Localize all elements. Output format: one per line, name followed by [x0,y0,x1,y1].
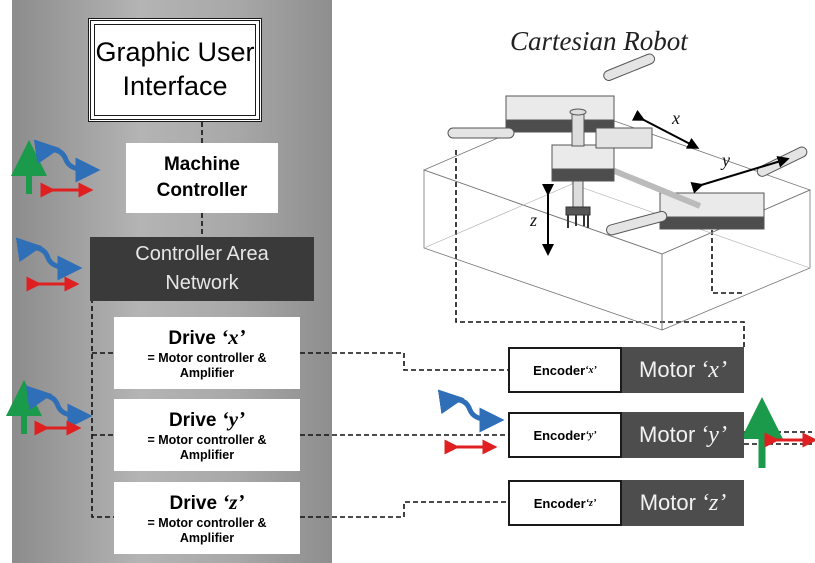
power-arrow-icon [6,140,783,468]
data-exchange-icon [15,139,505,433]
robot-axis-z-label: z [529,210,537,230]
signal-arrow-icon [26,182,815,455]
robot-drawing [422,53,812,331]
gui-box: Graphic User Interface [88,18,262,122]
motor-label: Motor [639,357,696,382]
gui-line2: Interface [122,71,228,101]
mc-line2: Controller [156,180,248,201]
encoder-axis: ‘x’ [585,364,597,376]
motor-label: Motor [639,490,696,515]
motor-label: Motor [639,422,696,447]
drive-axis: ‘z’ [222,490,245,514]
motor-x-box: Motor‘x’ [622,347,744,393]
encoder-x-box: Encoder‘x’ [508,347,622,393]
drive-label: Drive [169,493,218,514]
motor-z-box: Motor‘z’ [622,480,744,526]
drive-desc-line2: Amplifier [179,366,235,381]
drive-label: Drive [168,328,216,349]
encoder-label: Encoder [533,427,586,443]
drive-axis: ‘x’ [221,325,246,349]
motor-y-box: Motor‘y’ [622,412,744,458]
motor-axis: ‘x’ [700,356,727,383]
motor-axis: ‘z’ [700,489,727,516]
robot-axis-y-label: y [720,150,730,170]
encoder-label: Encoder [533,495,586,511]
gui-line1: Graphic User [95,37,255,68]
drive-desc-line1: = Motor controller & [147,350,267,365]
drive-z-box: Drive ‘z’ = Motor controller & Amplifier [114,482,300,554]
can-line2: Network [165,272,239,294]
motor-axis: ‘y’ [700,421,727,448]
drive-label: Drive [168,410,217,431]
drive-y-box: Drive ‘y’ = Motor controller & Amplifier [114,399,300,471]
drive-x-box: Drive ‘x’ = Motor controller & Amplifier [114,317,300,389]
drive-desc-line2: Amplifier [179,448,235,463]
drive-axis: ‘y’ [221,407,246,431]
encoder-z-box: Encoder‘z’ [508,480,622,526]
can-line1: Controller Area [135,243,269,265]
drive-desc-line1: = Motor controller & [147,515,267,530]
encoder-axis: ‘z’ [585,497,597,509]
drive-desc-line2: Amplifier [179,531,235,546]
drive-desc-line1: = Motor controller & [147,432,267,447]
can-box: Controller Area Network [90,237,314,301]
robot-axis-x-label: x [671,108,680,128]
encoder-y-box: Encoder‘y’ [508,412,622,458]
diagram-title: Cartesian Robot [510,26,688,56]
encoder-axis: ‘y’ [585,429,597,441]
encoder-label: Encoder [533,362,586,378]
mc-line1: Machine [163,154,241,176]
machine-controller-box: Machine Controller [126,143,278,213]
